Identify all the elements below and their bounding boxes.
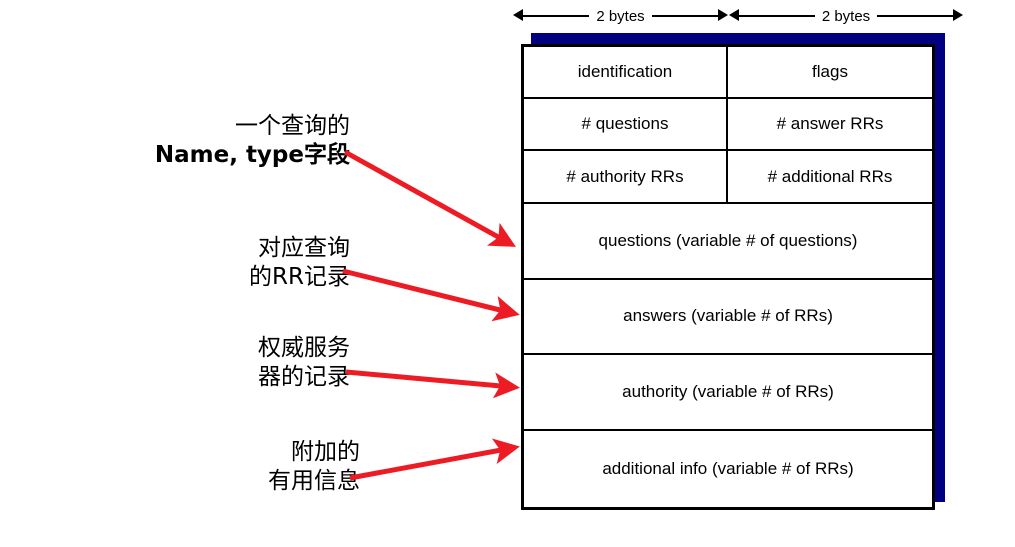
annotation-additional-note: 附加的 有用信息: [90, 438, 360, 495]
annotation-line: 器的记录: [258, 363, 350, 390]
annotation-line: Name, type字段: [154, 141, 350, 168]
field-flags: flags: [812, 62, 848, 82]
dns-message-table: identification flags # questions # answe…: [521, 44, 935, 510]
annotation-line: 有用信息: [268, 467, 360, 494]
annotation-questions-note: 一个查询的 Name, type字段: [60, 112, 350, 169]
annotation-line: 的RR记录: [249, 263, 350, 290]
arrow-right-icon: [718, 9, 728, 21]
annotation-authority-note: 权威服务 器的记录: [80, 334, 350, 391]
table-row: answers (variable # of RRs): [524, 280, 932, 356]
field-identification: identification: [524, 47, 728, 98]
ruler-segment-right: 2 bytes: [729, 0, 963, 32]
field-num-authority-rrs: # authority RRs: [524, 151, 728, 202]
field-num-additional-rrs: # additional RRs: [767, 166, 893, 186]
arrow-left-icon: [513, 9, 523, 21]
ruler-label-right: 2 bytes: [814, 8, 878, 24]
annotation-line: 对应查询: [258, 235, 350, 261]
ruler-segment-left: 2 bytes: [513, 0, 728, 32]
arrow-to-additional-icon: [349, 438, 520, 481]
table-row: additional info (variable # of RRs): [524, 431, 932, 507]
arrow-to-authority-icon: [345, 369, 520, 399]
section-authority: authority (variable # of RRs): [622, 382, 834, 402]
table-row: questions (variable # of questions): [524, 204, 932, 280]
annotation-answers-note: 对应查询 的RR记录: [80, 234, 350, 291]
annotation-line: 附加的: [291, 439, 360, 465]
ruler-label-left: 2 bytes: [589, 8, 652, 24]
table-row: # authority RRs # additional RRs: [524, 151, 932, 204]
annotation-line: 权威服务: [258, 335, 350, 361]
field-num-answer-rrs: # answer RRs: [776, 114, 884, 134]
byte-width-ruler: 2 bytes 2 bytes: [513, 0, 963, 32]
table-row: # questions # answer RRs: [524, 99, 932, 152]
arrow-to-questions-icon: [343, 149, 516, 247]
table-row: identification flags: [524, 47, 932, 100]
arrow-left-icon: [729, 9, 739, 21]
arrow-right-icon: [953, 9, 963, 21]
table-row: authority (variable # of RRs): [524, 355, 932, 432]
arrow-to-answers-icon: [342, 268, 520, 322]
annotation-line: 一个查询的: [235, 113, 350, 139]
section-questions: questions (variable # of questions): [598, 230, 858, 250]
field-num-questions: # questions: [524, 99, 728, 150]
section-additional-info: additional info (variable # of RRs): [602, 459, 854, 479]
section-answers: answers (variable # of RRs): [623, 306, 833, 326]
